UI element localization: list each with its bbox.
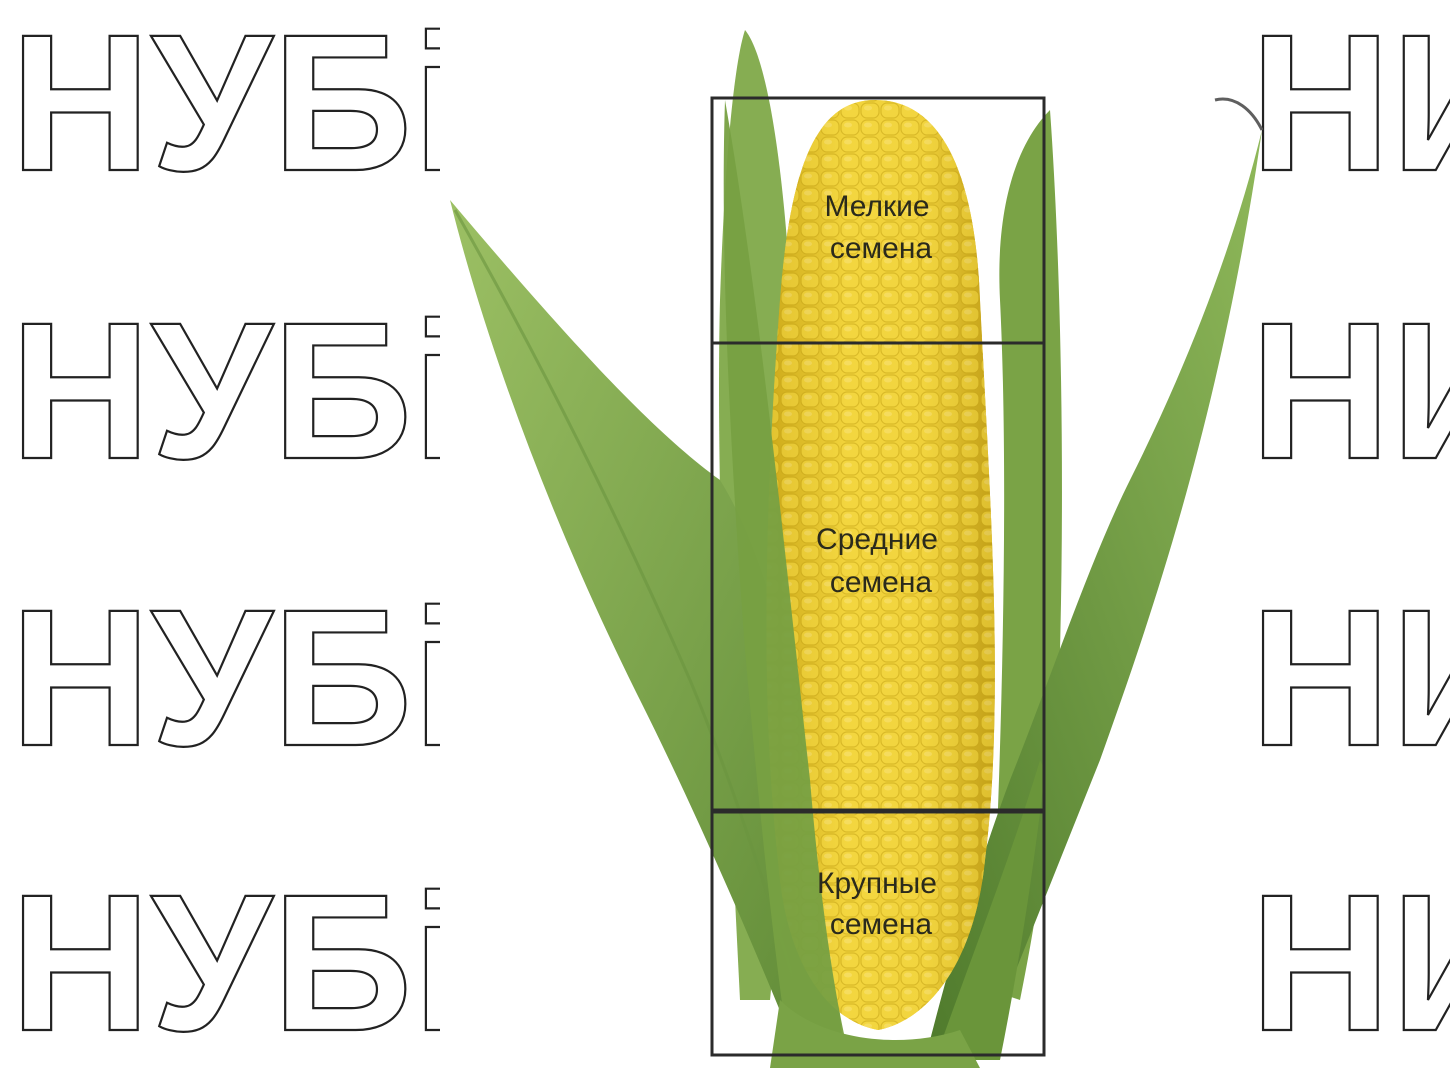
- watermark-right: НИ НИ НИ НИ: [1250, 0, 1450, 1068]
- watermark-text: НИ: [1250, 854, 1450, 1068]
- zone-label-middle-line2: семена: [830, 566, 933, 599]
- watermark-text: НИ: [1250, 569, 1450, 787]
- zone-label-bottom-line2: семена: [830, 908, 933, 941]
- watermark-text: НИ: [1250, 0, 1450, 212]
- zone-label-bottom-line1: Крупные: [817, 867, 937, 900]
- zone-label-top-line2: семена: [830, 232, 933, 265]
- zone-label-top-line1: Мелкие: [824, 190, 929, 223]
- watermark-text: НИ: [1250, 282, 1450, 500]
- zone-label-middle-line1: Средние: [816, 523, 938, 556]
